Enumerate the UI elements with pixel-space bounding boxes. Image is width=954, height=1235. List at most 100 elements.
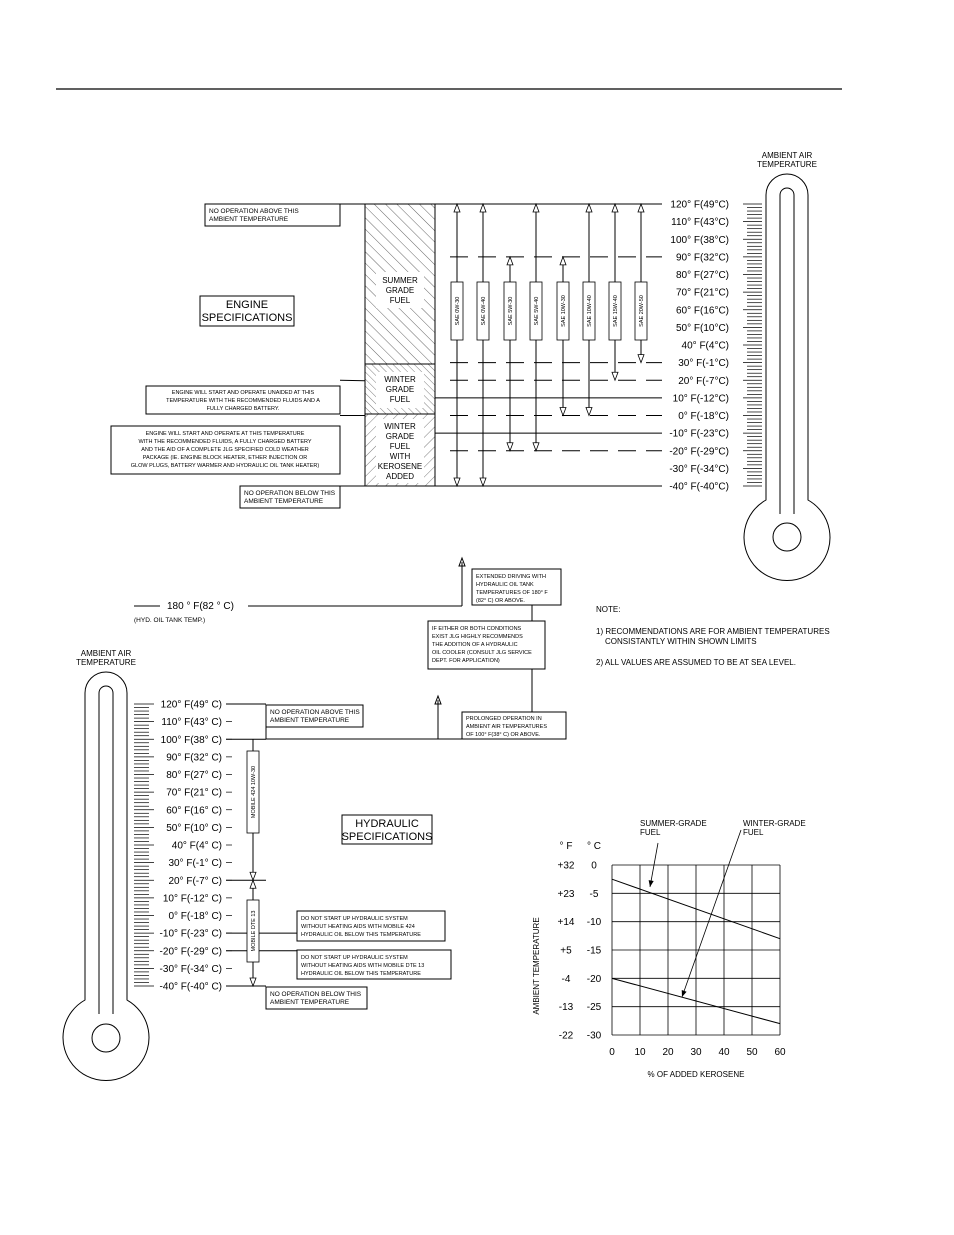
- hyd-thermo-caption-1: AMBIENT AIR: [81, 649, 132, 658]
- engine-thermo-ticks: [743, 203, 762, 487]
- engine-title-box: [199, 295, 295, 327]
- chart-series-label: SUMMER-GRADE: [640, 819, 707, 828]
- fuelWinter-line-2: FUEL: [390, 395, 411, 404]
- engine-temp-label: 0° F(-18°C): [678, 411, 729, 422]
- arrow-up-icon: [249, 879, 257, 889]
- hyd-thermo-tube: [98, 685, 114, 1014]
- oil-label-box: [556, 281, 570, 341]
- hyd-dont-424-box: [296, 910, 446, 942]
- hyd-temp-label: -20° F(-29° C): [160, 946, 222, 957]
- hyd-dont-dte-line1: DO NOT START UP HYDRAULIC SYSTEM: [301, 955, 408, 961]
- chart-y-tick-c: 0: [591, 861, 597, 872]
- chart-y-tick-c: -30: [587, 1031, 602, 1042]
- hyd-temp-label: 40° F(4° C): [172, 841, 222, 852]
- arrow-up-icon: [611, 202, 619, 213]
- hyd-oil-range: MOBILE DTE 13: [246, 879, 260, 988]
- engine-temp-label: -10° F(-23°C): [669, 429, 729, 440]
- engine-start-unaided-line3: FULLY CHARGED BATTERY.: [207, 406, 280, 412]
- engine-oil-range: SAE 10W-40: [582, 202, 596, 417]
- engine-oil-name: SAE 10W-30: [561, 295, 567, 327]
- engine-oil-name: SAE 10W-40: [587, 295, 593, 327]
- chart-y-tick-f: +23: [558, 889, 575, 900]
- hyd-prolonged-line2: AMBIENT AIR TEMPERATURES: [466, 724, 547, 730]
- oil-label-box: [582, 281, 596, 341]
- engine-temp-label: -40° F(-40°C): [669, 482, 729, 493]
- chart-y-tick-f: -13: [559, 1002, 574, 1013]
- engine-oil-range: SAE 5W-40: [529, 202, 543, 452]
- hyd-dont-424-line3: HYDRAULIC OIL BELOW THIS TEMPERATURE: [301, 932, 421, 938]
- engine-temp-label: 40° F(4°C): [682, 341, 729, 352]
- hyd-dont-424-line2: WITHOUT HEATING AIDS WITH MOBILE 424: [301, 924, 415, 930]
- chart-unit-c: ° C: [587, 841, 601, 852]
- fuelKero-line-0: WINTER: [384, 422, 416, 431]
- engine-thermo-caption-2: TEMPERATURE: [757, 160, 817, 169]
- chart-ylabel: AMBIENT TEMPERATURE: [532, 917, 541, 1014]
- chart-series-label: FUEL: [743, 828, 764, 837]
- arrow-down-icon: [249, 977, 257, 988]
- hyd-temp-label: 10° F(-12° C): [163, 893, 222, 904]
- chart-x-tick: 40: [718, 1047, 730, 1058]
- hyd-temp-label: 100° F(38° C): [161, 735, 222, 746]
- fuelSummer-line-2: FUEL: [390, 296, 411, 305]
- engine-start-unaided-box: [145, 385, 341, 415]
- engine-thermo-bulb: [772, 522, 802, 552]
- chart-grid: [611, 864, 781, 1036]
- chart-series-line: [611, 878, 781, 940]
- chart-y-tick-c: -5: [590, 889, 599, 900]
- note-item-1: 1) RECOMMENDATIONS ARE FOR AMBIENT TEMPE…: [596, 627, 830, 636]
- chart-y-tick-c: -15: [587, 946, 602, 957]
- arrow-down-icon: [559, 407, 567, 417]
- engine-start-aided-line5: GLOW PLUGS, BATTERY WARMER AND HYDRAULIC…: [131, 463, 320, 469]
- engine-start-aided-line3: AND THE AID OF A COMPLETE JLG SPECIFIED …: [141, 447, 309, 453]
- engine-thermo-outline: [743, 173, 831, 582]
- note-block: NOTE: 1) RECOMMENDATIONS ARE FOR AMBIENT…: [596, 605, 830, 667]
- hyd-temp-label: 60° F(16° C): [166, 805, 222, 816]
- engine-thermo-caption-1: AMBIENT AIR: [762, 151, 813, 160]
- hyd-temp-label: 120° F(49° C): [161, 700, 222, 711]
- hyd-thermo-ticks: [134, 703, 154, 987]
- hyd-oil-label-box: [246, 750, 260, 834]
- hyd-cooler-line1: IF EITHER OR BOTH CONDITIONS: [432, 626, 522, 632]
- hyd-no-op-below-box: [265, 986, 368, 1010]
- engine-start-aided-line4: PACKAGE (IE. ENGINE BLOCK HEATER, ETHER …: [143, 455, 308, 461]
- hyd-no-op-above-line1: NO OPERATION ABOVE THIS: [270, 709, 360, 716]
- arrow-up-icon: [559, 255, 567, 266]
- engine-reference-lines: [339, 203, 663, 487]
- engine-temp-label: 90° F(32°C): [676, 252, 729, 263]
- engine-thermometer: AMBIENT AIR TEMPERATURE: [743, 151, 831, 582]
- hyd-temp-label: 90° F(32° C): [166, 752, 222, 763]
- engine-start-unaided-line1: ENGINE WILL START AND OPERATE UNAIDED AT…: [172, 390, 315, 396]
- engine-title-line1: ENGINE: [226, 299, 268, 311]
- hyd-no-op-below-line2: AMBIENT TEMPERATURE: [270, 999, 350, 1006]
- hyd-cooler-line2: EXIST JLG HIGHLY RECOMMENDS: [432, 634, 523, 640]
- hyd-temp-label: 70° F(21° C): [166, 788, 222, 799]
- engine-oil-range: SAE 20W-50: [634, 202, 648, 364]
- arrow-icon: [681, 990, 687, 997]
- engine-temp-label: 80° F(27°C): [676, 270, 729, 281]
- engine-temperature-scale: 120° F(49°C)110° F(43°C)100° F(38°C)90° …: [669, 200, 729, 493]
- hyd-temp-label: 30° F(-1° C): [168, 858, 222, 869]
- hyd-cooler-line3: THE ADDITION OF A HYDRAULIC: [432, 642, 518, 648]
- arrow-up-icon: [532, 202, 540, 213]
- engine-temp-label: 100° F(38°C): [670, 235, 729, 246]
- oil-label-box: [529, 281, 543, 341]
- hyd-cooler-line5: DEPT. FOR APPLICATION): [432, 658, 500, 664]
- chart-y-tick-f: +14: [558, 917, 575, 928]
- engine-start-unaided-line2: TEMPERATURE WITH THE RECOMMENDED FLUIDS …: [166, 398, 320, 404]
- chart-y-tick-f: -4: [562, 974, 571, 985]
- fuelKero-line-2: FUEL: [390, 442, 411, 451]
- arrow-down-icon: [585, 407, 593, 417]
- note-item-1-cont: CONSISTANTLY WITHIN SHOWN LIMITS: [605, 637, 757, 646]
- hyd-oil-name: MOBILE 424 10W-30: [251, 766, 257, 818]
- engine-temp-label: 70° F(21°C): [676, 288, 729, 299]
- chart-x-tick: 0: [609, 1047, 615, 1058]
- fuelSummer-line-0: SUMMER: [382, 276, 418, 285]
- hyd-extended-line1: EXTENDED DRIVING WITH: [476, 574, 546, 580]
- note-title: NOTE:: [596, 605, 620, 614]
- engine-start-aided-line2: WITH THE RECOMMENDED FLUIDS, A FULLY CHA…: [138, 439, 311, 445]
- oil-label-box: [634, 281, 648, 341]
- fuelKero-line-5: ADDED: [386, 472, 414, 481]
- hyd-dont-dte-box: [296, 949, 452, 980]
- arrow-up-icon: [506, 255, 514, 266]
